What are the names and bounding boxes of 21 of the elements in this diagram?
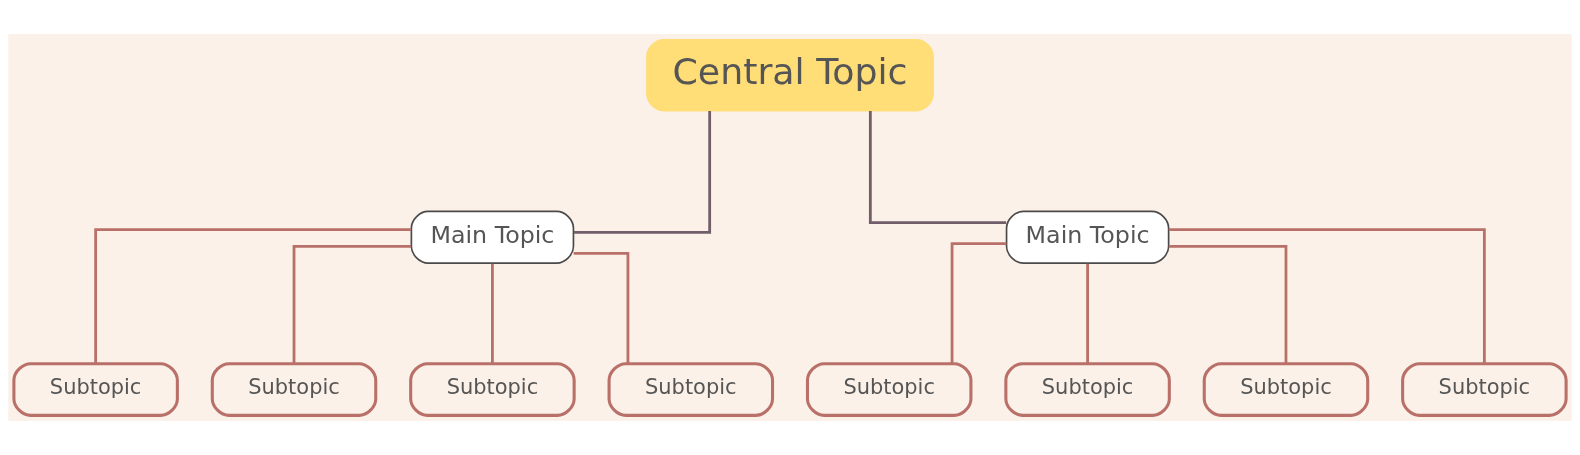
- connector: [94, 228, 412, 364]
- connector: [573, 110, 712, 234]
- connector: [491, 263, 494, 364]
- node-box: Subtopic: [12, 362, 179, 417]
- connector: [292, 244, 412, 364]
- node-box: Main Topic: [1005, 210, 1170, 264]
- connector: [1168, 244, 1288, 364]
- node-box: Subtopic: [607, 362, 775, 417]
- node-box: Main Topic: [410, 210, 575, 264]
- node-box: Subtopic: [210, 362, 378, 417]
- node-box: Central Topic: [646, 38, 934, 112]
- connector: [868, 110, 1007, 224]
- node-box: Subtopic: [1401, 362, 1568, 417]
- connector: [950, 242, 1007, 364]
- connector: [1168, 228, 1486, 364]
- node-box: Subtopic: [805, 362, 973, 417]
- node-box: Subtopic: [409, 362, 576, 417]
- node-box: Subtopic: [1202, 362, 1370, 417]
- connector: [1086, 263, 1089, 364]
- connector: [573, 251, 630, 364]
- node-box: Subtopic: [1004, 362, 1171, 417]
